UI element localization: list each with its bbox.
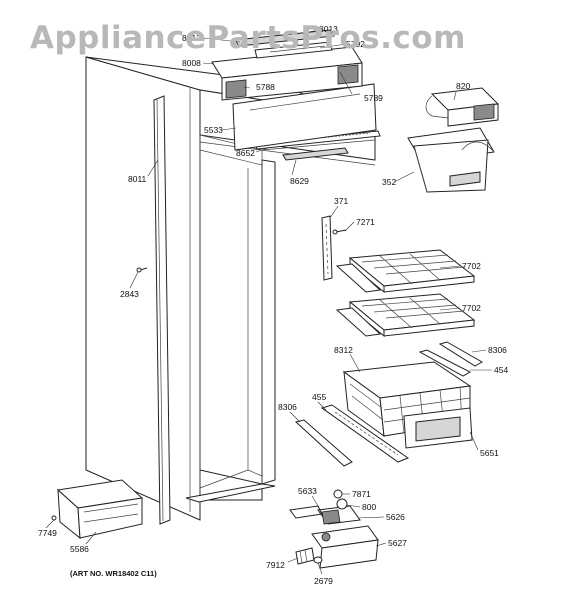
label-5586: 5586 <box>70 544 89 554</box>
label-7702-lower: 7702 <box>462 303 481 313</box>
watermark-text: AppliancePartsPros.com <box>30 20 466 56</box>
bulb-2679 <box>313 556 323 564</box>
label-455: 455 <box>312 392 326 402</box>
label-2679: 2679 <box>314 576 333 586</box>
slide-455 <box>320 404 410 463</box>
drawer-front-5651 <box>403 407 473 449</box>
label-8012: 8012 <box>182 33 201 43</box>
art-number: (ART NO. WR18402 C11) <box>70 569 157 578</box>
label-8652: 8652 <box>236 148 255 158</box>
label-5788: 5788 <box>256 82 275 92</box>
screw-7271 <box>332 229 347 235</box>
label-5792: 5792 <box>346 39 365 49</box>
label-8008: 8008 <box>182 58 201 68</box>
shelf-7702-upper <box>335 249 476 294</box>
thermostat-5626 <box>317 505 361 525</box>
label-5533: 5533 <box>204 125 223 135</box>
rail-8629 <box>282 147 349 161</box>
label-800: 800 <box>362 502 376 512</box>
label-454: 454 <box>494 365 508 375</box>
leader-lines <box>45 29 492 575</box>
label-7271: 7271 <box>356 217 375 227</box>
knob-800 <box>336 498 348 510</box>
fan-housing-5586 <box>56 479 144 540</box>
label-5627: 5627 <box>388 538 407 548</box>
label-8306-right: 8306 <box>488 345 507 355</box>
panel-5533 <box>232 83 377 151</box>
trim-strip-8011 <box>153 95 171 525</box>
label-5633: 5633 <box>298 486 317 496</box>
slide-454 <box>418 349 472 377</box>
label-7749: 7749 <box>38 528 57 538</box>
nut-7871 <box>333 489 343 499</box>
damper-5627 <box>311 525 379 569</box>
label-7702-upper: 7702 <box>462 261 481 271</box>
label-371: 371 <box>334 196 348 206</box>
label-8013: 8013 <box>319 24 338 34</box>
ice-motor-820 <box>425 87 500 127</box>
control-housing <box>211 29 363 101</box>
label-7871: 7871 <box>352 489 371 499</box>
label-5651: 5651 <box>480 448 499 458</box>
screw-2843 <box>136 267 148 273</box>
label-8306-left: 8306 <box>278 402 297 412</box>
label-5789: 5789 <box>364 93 383 103</box>
label-8629: 8629 <box>290 176 309 186</box>
part-labels: 8012 8013 5792 8008 5788 5789 5533 8652 … <box>38 24 508 586</box>
slide-8306-right <box>438 341 484 367</box>
screw-7749 <box>51 515 57 521</box>
label-2843: 2843 <box>120 289 139 299</box>
label-820: 820 <box>456 81 470 91</box>
label-8011: 8011 <box>128 174 147 184</box>
socket-7912 <box>295 547 315 565</box>
label-5626: 5626 <box>386 512 405 522</box>
shelf-7702-lower <box>335 293 476 338</box>
slide-8306-left <box>294 419 353 467</box>
label-352: 352 <box>382 177 396 187</box>
label-7912: 7912 <box>266 560 285 570</box>
shelf-ladder-371 <box>321 215 333 281</box>
label-8312: 8312 <box>334 345 353 355</box>
ice-bucket-352 <box>407 127 495 193</box>
wire-5633 <box>289 505 323 519</box>
